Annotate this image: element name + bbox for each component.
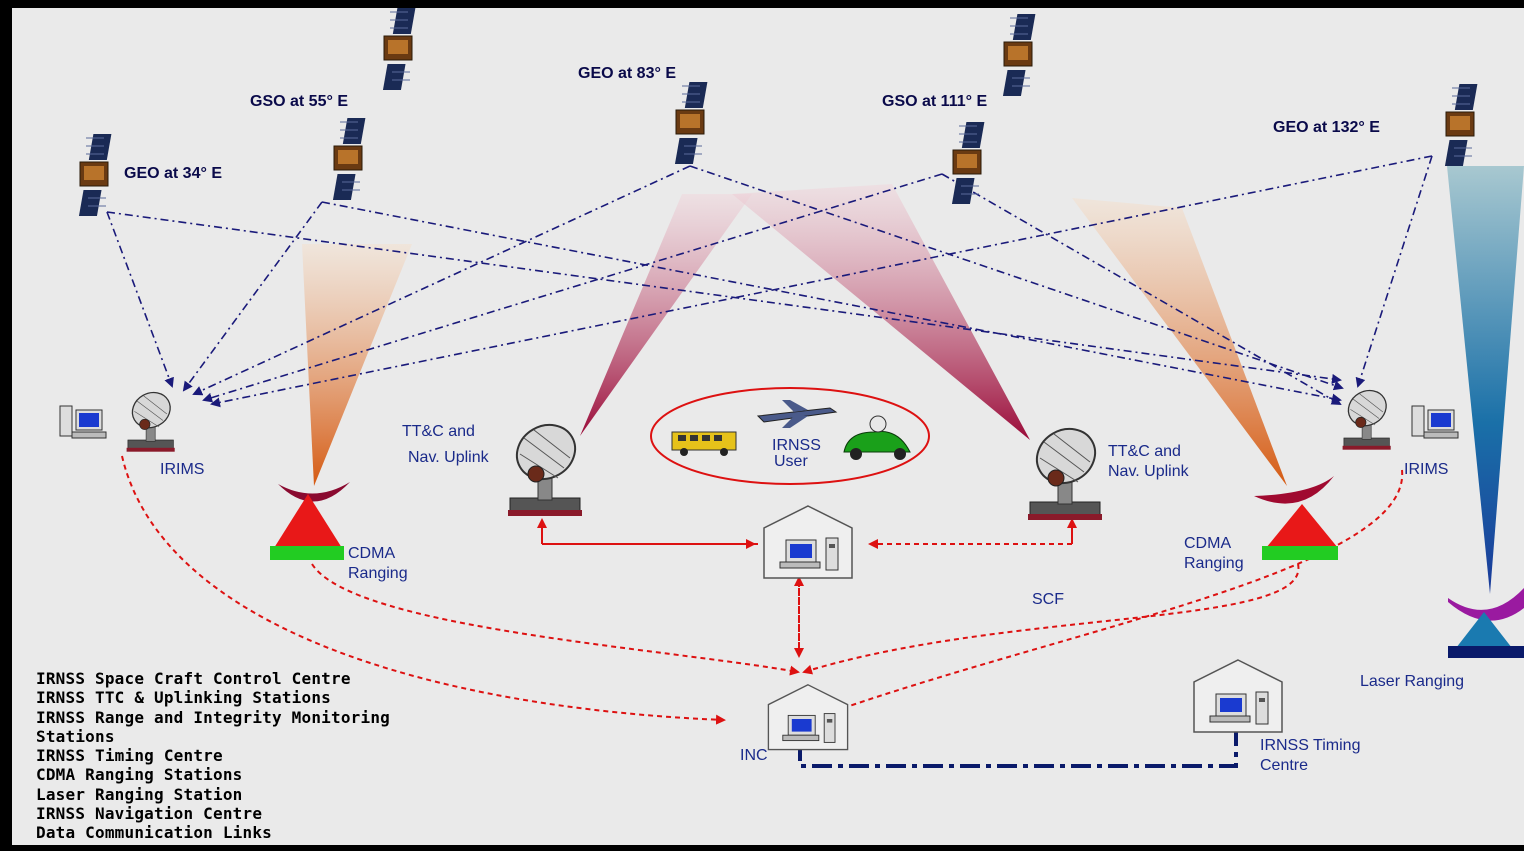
laser-label: Laser Ranging xyxy=(1360,673,1464,690)
satellite-gso111 xyxy=(951,121,985,205)
legend-item: Laser Ranging Station xyxy=(36,784,243,804)
cdma-right-beam xyxy=(1072,198,1287,486)
ttc-right-label-line1: TT&C and xyxy=(1108,443,1181,460)
legend-item: Stations xyxy=(36,726,115,746)
label-gso111: GSO at 111° E xyxy=(882,93,987,110)
cdma-right-station xyxy=(1254,476,1338,560)
irims-left-label: IRIMS xyxy=(160,461,204,478)
ttc-right-station xyxy=(1026,417,1106,521)
satellite-geo132 xyxy=(1444,83,1478,167)
ttc-left-label-line1: TT&C and xyxy=(402,423,475,440)
satellite-geo83 xyxy=(674,81,708,165)
legend-item: IRNSS TTC & Uplinking Stations xyxy=(36,688,331,708)
ttc-left-label-line2: Nav. Uplink xyxy=(408,449,490,466)
legend-item: Data Communication Links xyxy=(36,823,272,843)
satellite-top-right xyxy=(1002,13,1036,97)
diagram-canvas: GEO at 34° E GSO at 55° E GEO at 83° E G… xyxy=(59,8,1524,774)
irims-right-label: IRIMS xyxy=(1404,461,1448,478)
label-geo132: GEO at 132° E xyxy=(1273,119,1380,136)
irims-right-station xyxy=(1341,383,1459,451)
legend-item: CDMA Ranging Stations xyxy=(36,765,243,785)
ttc-right-label-line2: Nav. Uplink xyxy=(1108,463,1190,480)
cdma-left-station xyxy=(270,482,350,560)
ttc-right-beam xyxy=(732,184,1030,440)
satellite-links xyxy=(106,155,1433,408)
user-label-line2: User xyxy=(774,453,808,470)
laser-ranging-station xyxy=(1448,588,1524,658)
legend-item: IRNSS Space Craft Control Centre xyxy=(36,669,351,688)
timing-centre-building xyxy=(1193,659,1283,733)
satellite-geo34 xyxy=(78,133,112,217)
satellite-gso55 xyxy=(332,117,366,201)
data-links xyxy=(121,455,1404,725)
car-icon xyxy=(843,415,911,460)
label-geo34: GEO at 34° E xyxy=(124,165,222,182)
irnss-user-group: IRNSS User xyxy=(650,387,930,485)
label-geo83: GEO at 83° E xyxy=(578,65,676,82)
legend-item: IRNSS Range and Integrity Monitoring xyxy=(36,707,390,727)
irims-left-station xyxy=(59,385,178,453)
timing-label-line1: IRNSS Timing xyxy=(1260,737,1360,754)
laser-beam xyxy=(1447,166,1524,594)
inc-building xyxy=(767,684,849,751)
satellite-top-left xyxy=(382,8,416,91)
legend: IRNSS Space Craft Control Centre IRNSS T… xyxy=(36,669,390,843)
user-label-line1: IRNSS xyxy=(772,437,821,454)
ttc-left-beam xyxy=(580,194,752,436)
irnss-ground-segment-diagram: GEO at 34° E GSO at 55° E GEO at 83° E G… xyxy=(12,8,1524,845)
label-gso55: GSO at 55° E xyxy=(250,93,348,110)
timing-label-line2: Centre xyxy=(1260,757,1308,774)
scf-label: SCF xyxy=(1032,591,1064,608)
legend-item: IRNSS Timing Centre xyxy=(36,746,223,766)
ttc-beams xyxy=(580,184,1030,440)
airplane-icon xyxy=(756,400,838,428)
scf-building xyxy=(763,505,853,579)
ttc-left-station xyxy=(506,413,586,517)
bus-icon xyxy=(671,431,737,456)
cdma-right-label-line1: CDMA xyxy=(1184,535,1231,552)
cdma-left-beam xyxy=(302,244,412,486)
cdma-beams xyxy=(302,198,1287,486)
timing-link xyxy=(794,726,1238,768)
legend-item: IRNSS Navigation Centre xyxy=(36,804,263,824)
cdma-left-label-line1: CDMA xyxy=(348,545,395,562)
cdma-left-label-line2: Ranging xyxy=(348,565,408,582)
inc-label: INC xyxy=(740,747,768,764)
cdma-right-label-line2: Ranging xyxy=(1184,555,1244,572)
